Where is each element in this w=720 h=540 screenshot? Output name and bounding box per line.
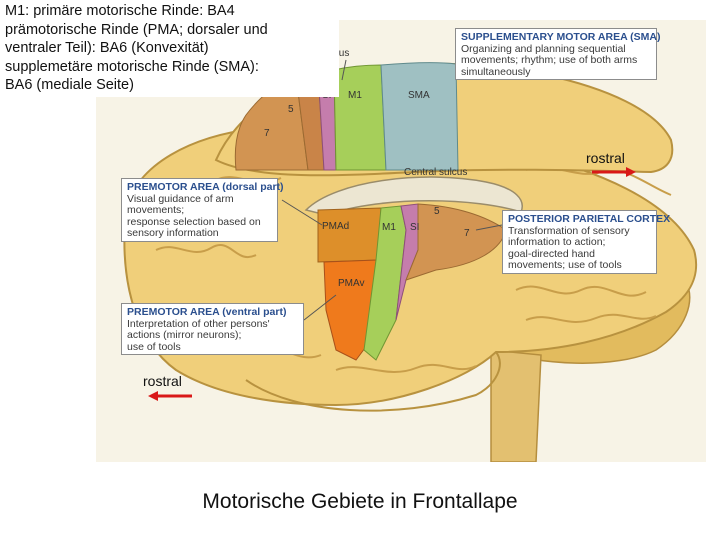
pma-ventral-heading: PREMOTOR AREA (ventral part): [127, 306, 287, 318]
label-m1-lateral: M1: [382, 222, 396, 233]
ppc-line: information to action;: [508, 236, 606, 248]
label-m1-top: M1: [348, 90, 362, 101]
label-si-lateral: SI: [410, 222, 419, 233]
corpus-callosum: [304, 176, 523, 216]
rostral-label-bottom: rostral: [143, 373, 182, 389]
pma-ventral-line: Interpretation of other persons': [127, 317, 270, 330]
label-sma: SMA: [408, 90, 430, 101]
label-central-sulcus-lateral: Central sulcus: [404, 167, 467, 178]
ppc-line: Transformation of sensory: [508, 224, 630, 237]
pma-dorsal-heading: PREMOTOR AREA (dorsal part): [127, 181, 284, 193]
label-seven-lateral: 7: [464, 228, 470, 239]
top-note-line: M1: primäre motorische Rinde: BA4: [5, 3, 235, 19]
top-note-line: ventraler Teil): BA6 (Konvexität): [5, 40, 209, 56]
sma-box-heading: SUPPLEMENTARY MOTOR AREA (SMA): [461, 31, 661, 43]
top-note-line: BA6 (mediale Seite): [5, 77, 134, 93]
brain-illustration: SI M1 SMA 5 7 Central sulcus Central sul…: [123, 48, 698, 462]
pma-dorsal-line: sensory information: [127, 227, 219, 239]
ppc-heading: POSTERIOR PARIETAL CORTEX: [508, 213, 671, 225]
pma-ventral-line: actions (mirror neurons);: [127, 329, 242, 341]
medial-area-sma: [380, 62, 459, 171]
pma-dorsal-box: PREMOTOR AREA (dorsal part) Visual guida…: [121, 178, 284, 242]
pma-dorsal-line: Visual guidance of arm: [127, 192, 234, 205]
pma-ventral-box: PREMOTOR AREA (ventral part) Interpretat…: [121, 303, 304, 355]
rostral-label-top: rostral: [586, 150, 625, 166]
sma-box: SUPPLEMENTARY MOTOR AREA (SMA) Organizin…: [455, 28, 661, 80]
medial-area-m1: [333, 64, 387, 171]
pma-dorsal-line: response selection based on: [127, 215, 261, 228]
temporal-lobe: [245, 351, 501, 412]
rostral-arrow-bottom: [148, 391, 192, 401]
sma-box-line: movements; rhythm; use of both arms: [461, 54, 638, 66]
label-pmav: PMAv: [338, 278, 365, 289]
leader-lines: [281, 59, 503, 321]
ppc-box: POSTERIOR PARIETAL CORTEX Transformation…: [502, 210, 671, 274]
top-note: M1: primäre motorische Rinde: BA4 prämot…: [5, 2, 339, 97]
sma-box-line: simultaneously: [461, 65, 531, 78]
label-seven-top: 7: [264, 128, 270, 139]
ppc-line: movements; use of tools: [508, 259, 622, 271]
rostral-arrow-top: [592, 167, 636, 177]
top-note-line: prämotorische Rinde (PMA; dorsaler und: [5, 21, 268, 38]
brainstem: [490, 349, 542, 462]
sma-box-line: Organizing and planning sequential: [461, 42, 626, 55]
top-note-line: supplemetäre motorische Rinde (SMA):: [5, 58, 259, 75]
slide-caption: Motorische Gebiete in Frontallape: [202, 490, 518, 513]
label-five-top: 5: [288, 104, 294, 115]
lateral-area-pmad: [317, 207, 382, 263]
label-pmad: PMAd: [322, 221, 349, 232]
pma-ventral-line: use of tools: [127, 340, 181, 353]
ppc-line: goal-directed hand: [508, 247, 595, 260]
label-five-lateral: 5: [434, 206, 440, 217]
pma-dorsal-line: movements;: [127, 204, 185, 216]
